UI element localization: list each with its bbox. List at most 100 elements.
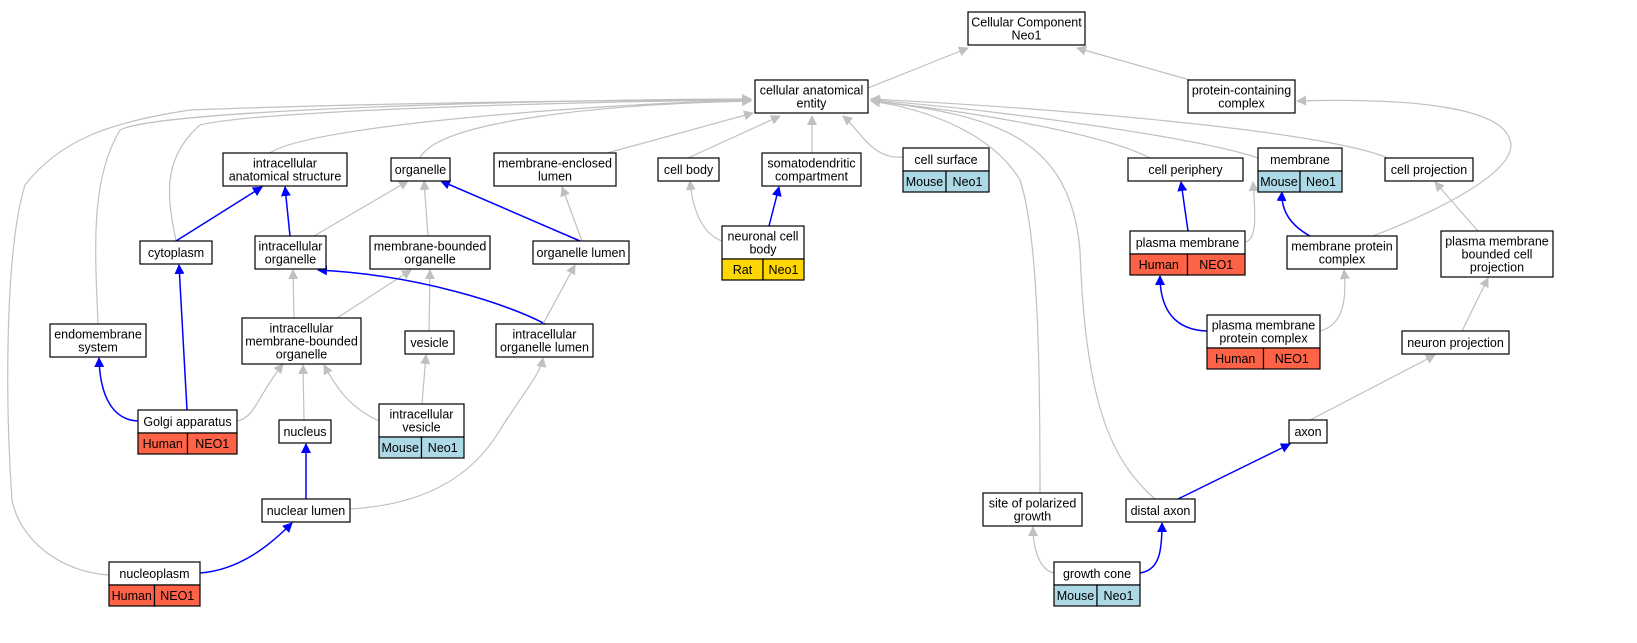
node-box bbox=[657, 157, 720, 182]
node-cytoplasm[interactable]: cytoplasm bbox=[139, 240, 213, 265]
node-vesicle[interactable]: vesicle bbox=[404, 330, 455, 355]
species-label: Mouse bbox=[1260, 175, 1298, 189]
node-distal[interactable]: distal axon bbox=[1125, 498, 1196, 523]
node-label-line: Cellular Component bbox=[971, 16, 1082, 30]
node-box bbox=[1286, 235, 1398, 270]
node-cellproj[interactable]: cell projection bbox=[1384, 157, 1474, 182]
edge-pm-to-membrane bbox=[1244, 181, 1259, 243]
edge-membrane-to-cae bbox=[870, 95, 1259, 159]
node-label-line: organelle bbox=[395, 163, 446, 177]
node-organelle[interactable]: organelle bbox=[390, 157, 451, 182]
gene-label: NEO1 bbox=[1199, 258, 1233, 272]
node-label-line: cell surface bbox=[914, 153, 977, 167]
node-ol[interactable]: organelle lumen bbox=[532, 240, 630, 265]
node-nl[interactable]: nuclear lumen bbox=[261, 498, 351, 523]
node-axon[interactable]: axon bbox=[1288, 419, 1328, 444]
node-label-line: projection bbox=[1470, 261, 1524, 275]
node-box bbox=[1288, 419, 1328, 444]
node-np[interactable]: neuron projection bbox=[1401, 330, 1510, 355]
gene-label: NEO1 bbox=[1275, 352, 1309, 366]
gene-cell bbox=[762, 258, 805, 281]
edge-spg-to-cae bbox=[870, 97, 1041, 494]
node-periphery[interactable]: cell periphery bbox=[1127, 157, 1244, 182]
edge-io-to-ias bbox=[280, 186, 291, 237]
node-label-line: nucleoplasm bbox=[119, 567, 189, 581]
gene-cell bbox=[186, 432, 238, 455]
node-label-line: neuron projection bbox=[1407, 336, 1504, 350]
node-label-line: cytoplasm bbox=[148, 246, 204, 260]
node-box bbox=[139, 240, 213, 265]
edge-mpc-to-pcc bbox=[1296, 95, 1512, 237]
edge-distal-to-axon bbox=[1177, 443, 1291, 500]
node-label-line: intracellular bbox=[513, 328, 577, 342]
node-label-line: membrane-enclosed bbox=[498, 157, 612, 171]
node-box bbox=[404, 330, 455, 355]
edge-nucleus-to-imbo bbox=[298, 364, 309, 421]
gene-label: Neo1 bbox=[428, 441, 458, 455]
node-label-line: organelle bbox=[276, 348, 327, 362]
node-label-line: intracellular bbox=[253, 157, 317, 171]
edge-cytoplasm-to-ias bbox=[175, 186, 263, 242]
node-box bbox=[1401, 330, 1510, 355]
edge-distal-to-cae bbox=[870, 97, 1156, 500]
node-cellbody[interactable]: cell body bbox=[657, 157, 720, 182]
node-box bbox=[1125, 498, 1196, 523]
edge-cellproj-to-cae bbox=[870, 94, 1389, 159]
edge-mbo-to-organelle bbox=[419, 180, 430, 237]
species-label: Human bbox=[143, 437, 183, 451]
edge-vesicle-to-mbo bbox=[424, 269, 435, 332]
edge-mel-to-cae bbox=[606, 110, 754, 154]
edge-axon-to-np bbox=[1288, 354, 1436, 432]
edge-nucleoplasm-to-cae bbox=[7, 95, 752, 576]
annotation-row: Mouse Neo1 bbox=[378, 436, 465, 459]
species-label: Mouse bbox=[381, 441, 419, 455]
gene-label: Neo1 bbox=[953, 175, 983, 189]
gene-label: Neo1 bbox=[1104, 589, 1134, 603]
node-nucleus[interactable]: nucleus bbox=[278, 419, 332, 444]
edge-np-to-pmbcp bbox=[1461, 277, 1489, 332]
gene-cell bbox=[945, 170, 990, 193]
node-label-line: protein complex bbox=[1219, 332, 1308, 346]
gene-cell bbox=[1096, 584, 1141, 607]
node-box bbox=[1187, 79, 1296, 114]
node-label-line: organelle bbox=[265, 253, 316, 267]
edge-organelle-to-cae bbox=[419, 96, 752, 159]
edge-growthcone-to-spg bbox=[1028, 526, 1055, 574]
node-label-line: protein-containing bbox=[1192, 84, 1291, 98]
node-label-line: body bbox=[749, 243, 777, 257]
node-label-line: growth bbox=[1014, 510, 1052, 524]
node-box bbox=[241, 317, 362, 365]
edge-iol-to-io bbox=[317, 265, 546, 325]
node-box bbox=[369, 235, 491, 270]
gene-label: NEO1 bbox=[195, 437, 229, 451]
node-box bbox=[1384, 157, 1474, 182]
